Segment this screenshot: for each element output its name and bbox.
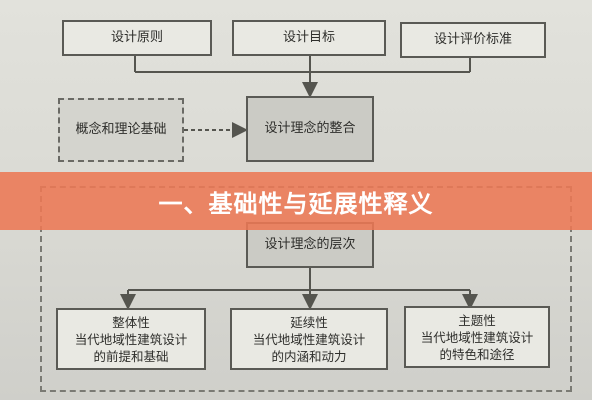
continuity-line1: 当代地域性建筑设计 bbox=[252, 331, 366, 347]
wholeness-title: 整体性 bbox=[112, 314, 150, 330]
title-banner: 一、基础性与延展性释义 bbox=[0, 172, 592, 230]
banner-title: 一、基础性与延展性释义 bbox=[158, 189, 434, 218]
wholeness-line2: 的前提和基础 bbox=[93, 348, 169, 364]
theme-line2: 的特色和途径 bbox=[439, 346, 515, 362]
continuity-title: 延续性 bbox=[290, 314, 328, 330]
theme-title: 主题性 bbox=[458, 312, 496, 328]
design-evaluation-box: 设计评价标准 bbox=[400, 22, 546, 58]
theme-line1: 当代地域性建筑设计 bbox=[420, 329, 534, 345]
wholeness-box: 整体性 当代地域性建筑设计 的前提和基础 bbox=[56, 308, 206, 370]
concept-theory-box: 概念和理论基础 bbox=[58, 98, 184, 162]
theme-box: 主题性 当代地域性建筑设计 的特色和途径 bbox=[404, 306, 550, 368]
integration-box: 设计理念的整合 bbox=[246, 96, 374, 162]
continuity-box: 延续性 当代地域性建筑设计 的内涵和动力 bbox=[230, 308, 388, 370]
design-principles-box: 设计原则 bbox=[62, 20, 212, 56]
continuity-line2: 的内涵和动力 bbox=[271, 348, 347, 364]
wholeness-line1: 当代地域性建筑设计 bbox=[74, 331, 188, 347]
design-goals-box: 设计目标 bbox=[232, 20, 386, 56]
